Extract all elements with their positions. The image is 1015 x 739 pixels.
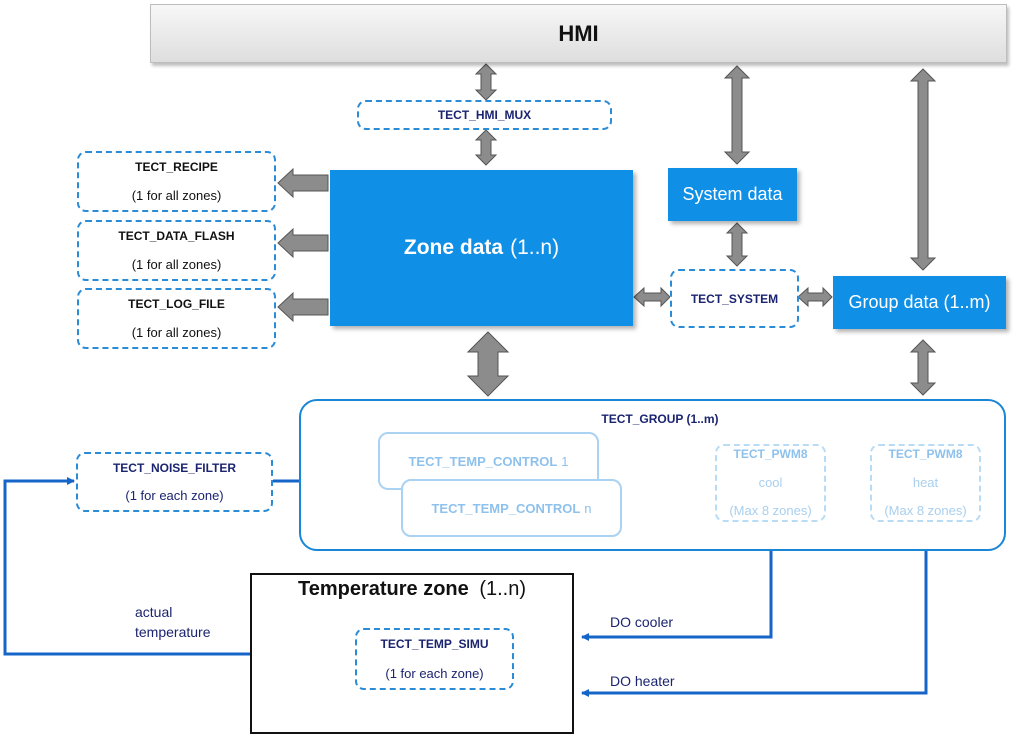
hmi-system-data-arrow xyxy=(723,65,751,165)
log-file-sub: (1 for all zones) xyxy=(131,325,222,340)
zone-data-tect-system-arrow xyxy=(633,286,671,308)
hmi-bar: HMI xyxy=(150,4,1007,63)
temp-control-n-index: n xyxy=(584,500,592,516)
recipe-sub: (1 for all zones) xyxy=(131,188,222,203)
temperature-label: temperature xyxy=(135,624,211,640)
temperature-zone-title: Temperature zone (1..n) xyxy=(250,578,574,601)
pwm-cool-note: (Max 8 zones) xyxy=(729,503,812,518)
temperature-zone-name: Temperature zone xyxy=(297,578,469,600)
tect-group-title: TECT_GROUP (1..m) xyxy=(601,412,719,426)
recipe-label: TECT_RECIPE xyxy=(135,160,218,174)
log-file-box: TECT_LOG_FILE (1 for all zones) xyxy=(77,288,276,349)
pwm-cool-box: TECT_PWM8 cool (Max 8 zones) xyxy=(715,444,826,522)
tect-system-box: TECT_SYSTEM xyxy=(670,269,799,328)
temperature-zone-range: (1..n) xyxy=(479,578,527,600)
log-file-label: TECT_LOG_FILE xyxy=(128,297,225,311)
do-cooler-line xyxy=(581,525,773,641)
hmi-mux-arrow-top xyxy=(474,63,498,101)
recipe-box: TECT_RECIPE (1 for all zones) xyxy=(77,151,276,212)
hmi-mux-label: TECT_HMI_MUX xyxy=(437,108,532,122)
zone-data-block: Zone data (1..n) xyxy=(330,170,633,326)
system-data-tect-system-arrow xyxy=(725,222,749,267)
pwm-cool-label: TECT_PWM8 xyxy=(733,447,808,461)
temp-simu-sub: (1 for each zone) xyxy=(385,665,484,681)
pwm-heat-box: TECT_PWM8 heat (Max 8 zones) xyxy=(870,444,981,522)
group-data-group-arrow xyxy=(909,339,937,396)
tect-system-group-data-arrow xyxy=(797,286,833,308)
zone-data-to-log-file-arrow xyxy=(277,291,329,323)
system-data-block: System data xyxy=(668,168,797,221)
hmi-mux-box: TECT_HMI_MUX xyxy=(357,100,612,130)
temp-simu-box: TECT_TEMP_SIMU (1 for each zone) xyxy=(355,628,514,690)
temp-control-n-label: TECT_TEMP_CONTROL xyxy=(431,500,581,516)
noise-filter-box: TECT_NOISE_FILTER (1 for each zone) xyxy=(76,452,273,512)
data-flash-label: TECT_DATA_FLASH xyxy=(118,229,235,243)
group-data-block: Group data (1..m) xyxy=(833,276,1006,329)
hmi-mux-arrow-bottom xyxy=(474,129,498,166)
pwm-heat-mode: heat xyxy=(912,474,939,490)
do-heater-line xyxy=(581,525,928,697)
zone-data-title: Zone data xyxy=(403,236,504,259)
pwm-cool-mode: cool xyxy=(758,474,783,490)
zone-data-range: (1..n) xyxy=(510,236,560,259)
noise-filter-label: TECT_NOISE_FILTER xyxy=(112,460,237,475)
hmi-group-data-arrow xyxy=(909,68,937,271)
actual-temperature-line xyxy=(3,477,250,656)
data-flash-box: TECT_DATA_FLASH (1 for all zones) xyxy=(77,220,276,281)
actual-label: actual xyxy=(135,604,173,620)
zone-data-group-arrow xyxy=(466,331,510,397)
do-cooler-label: DO cooler xyxy=(610,614,674,630)
pwm-heat-label: TECT_PWM8 xyxy=(888,447,963,461)
noise-filter-sub: (1 for each zone) xyxy=(125,488,224,504)
zone-data-to-data-flash-arrow xyxy=(277,227,329,259)
data-flash-sub: (1 for all zones) xyxy=(131,257,222,272)
zone-data-to-recipe-arrow xyxy=(277,167,329,199)
pwm-heat-note: (Max 8 zones) xyxy=(884,503,967,518)
temp-control-1-label: TECT_TEMP_CONTROL xyxy=(408,453,558,469)
tect-system-label: TECT_SYSTEM xyxy=(690,291,779,306)
temp-control-1-index: 1 xyxy=(561,453,569,469)
temp-control-n-box: TECT_TEMP_CONTROL n xyxy=(401,479,622,537)
do-heater-label: DO heater xyxy=(610,673,675,689)
temp-simu-label: TECT_TEMP_SIMU xyxy=(380,637,489,652)
